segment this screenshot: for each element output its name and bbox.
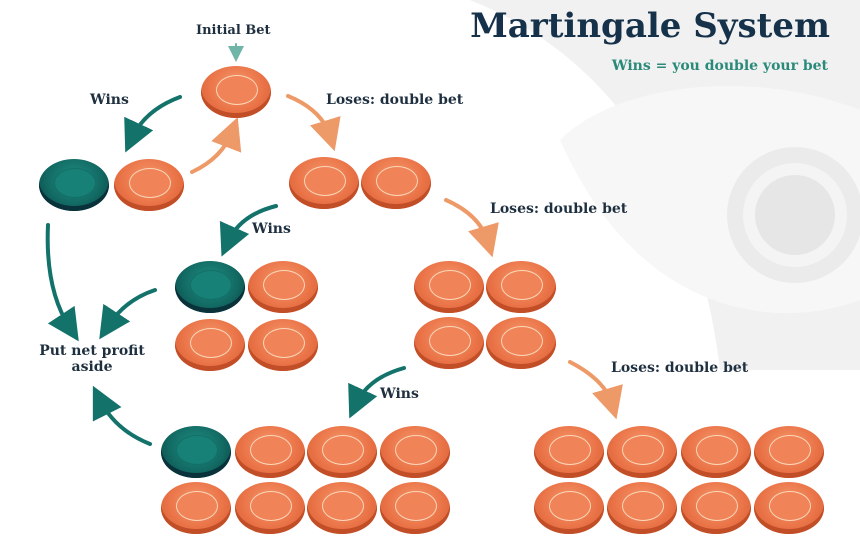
- bet-chip: [289, 157, 359, 209]
- loses-label-1: Loses: double bet: [326, 92, 464, 108]
- bet-chip: [486, 261, 556, 313]
- loses-arrow-1: [286, 94, 341, 152]
- bet-chip: [161, 482, 231, 534]
- profit-arrow-1: [45, 223, 79, 342]
- profit-arrow-3: [92, 385, 152, 446]
- bet-chip: [681, 426, 751, 478]
- bet-chip: [307, 426, 377, 478]
- bet-chip: [235, 426, 305, 478]
- wins-label-1: Wins: [90, 92, 129, 108]
- initial-bet-label: Initial Bet: [196, 23, 271, 38]
- subtitle: Wins = you double your bet: [611, 58, 828, 74]
- bet-chip: [681, 482, 751, 534]
- bet-chip: [175, 319, 245, 371]
- loses-label-3: Loses: double bet: [611, 360, 749, 376]
- profit-label-line2: aside: [71, 359, 113, 375]
- bet-chip: [486, 317, 556, 369]
- bet-chip: [307, 482, 377, 534]
- wins-label-2: Wins: [252, 221, 291, 237]
- bet-chip: [361, 157, 431, 209]
- win-chip: [39, 159, 109, 211]
- win-chip: [161, 426, 231, 478]
- wins-label-3: Wins: [380, 386, 419, 402]
- profit-label-line1: Put net profit: [39, 343, 145, 359]
- bet-chip: [414, 317, 484, 369]
- bet-chip: [607, 482, 677, 534]
- bet-chip: [235, 482, 305, 534]
- bet-chip: [754, 426, 824, 478]
- bet-chip: [754, 482, 824, 534]
- page-title: Martingale System: [470, 6, 830, 46]
- return-arrow: [190, 117, 242, 174]
- loses-arrow-3: [568, 360, 623, 420]
- bet-chip: [414, 261, 484, 313]
- profit-label: Put net profit aside: [38, 343, 146, 375]
- bet-chip: [114, 159, 184, 211]
- bet-chip: [534, 426, 604, 478]
- initial-chip: [201, 66, 271, 118]
- bet-chip: [248, 261, 318, 313]
- bet-chip: [380, 426, 450, 478]
- bet-chip: [534, 482, 604, 534]
- bet-chip: [380, 482, 450, 534]
- loses-arrow-2: [444, 198, 499, 258]
- win-chip: [175, 261, 245, 313]
- wins-arrow-2: [219, 204, 278, 257]
- bet-chip: [607, 426, 677, 478]
- loses-label-2: Loses: double bet: [490, 201, 628, 217]
- wins-arrow-3: [348, 366, 406, 419]
- wins-arrow-1: [124, 95, 182, 153]
- bet-chip: [248, 319, 318, 371]
- profit-arrow-2: [99, 288, 157, 340]
